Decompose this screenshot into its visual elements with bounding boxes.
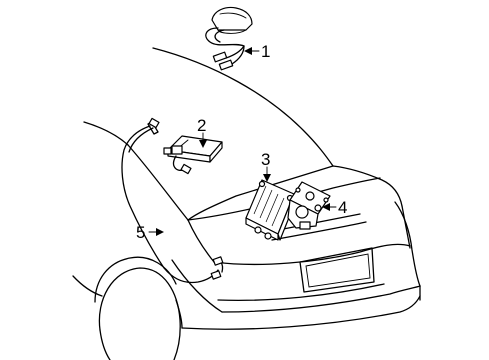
callout-4: 4	[322, 198, 347, 217]
callout-3: 3	[261, 150, 271, 182]
antenna-assembly	[205, 6, 253, 71]
amplifier-module	[163, 135, 223, 175]
arrowhead-icon	[322, 203, 330, 211]
control-module	[287, 181, 331, 230]
vehicle-body-outline	[72, 47, 421, 360]
callout-2: 2	[197, 116, 207, 148]
arrowhead-icon	[263, 174, 271, 182]
callout-5: 5	[136, 223, 164, 242]
callout-number: 3	[261, 150, 270, 169]
arrowhead-icon	[244, 47, 252, 55]
callout-number: 4	[338, 198, 347, 217]
arrowhead-icon	[199, 140, 207, 148]
callout-number: 5	[136, 223, 145, 242]
antenna-cable	[121, 117, 224, 284]
callout-1: 1	[244, 42, 270, 61]
arrowhead-icon	[156, 228, 164, 236]
callout-number: 2	[197, 116, 206, 135]
callout-number: 1	[261, 42, 270, 61]
